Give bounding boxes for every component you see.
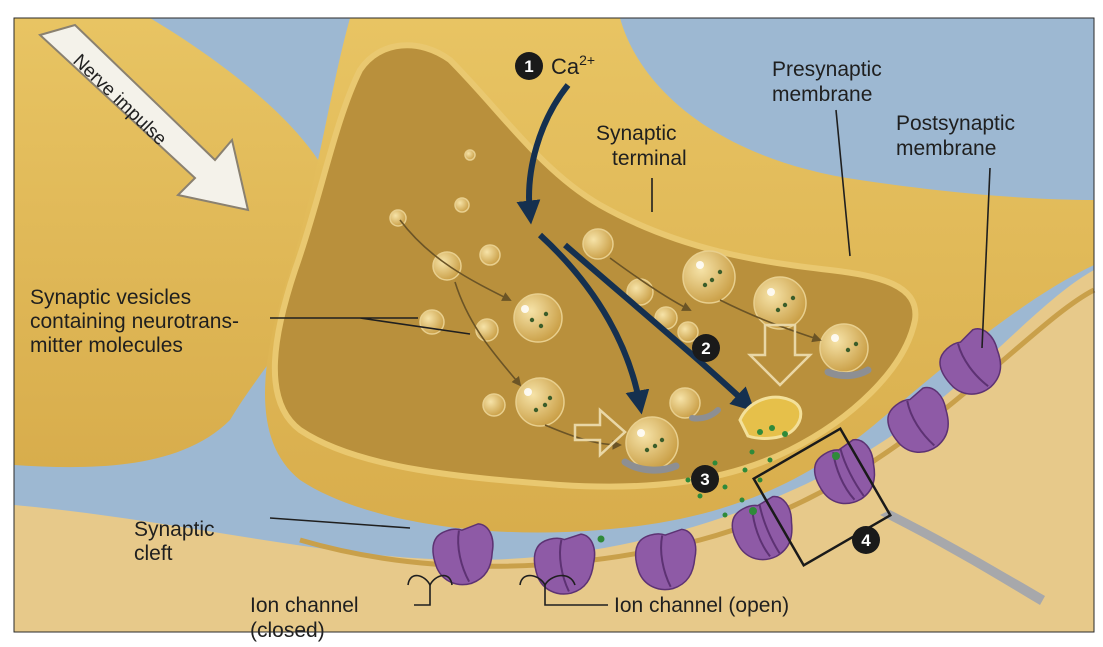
vesicle [480, 245, 500, 265]
calcium-charge: 2+ [579, 52, 595, 68]
vesicle [476, 319, 498, 341]
vesicle [678, 322, 698, 342]
step-number-3: 3 [700, 470, 709, 489]
ion-channel-closed-label-2: (closed) [250, 619, 325, 642]
vesicle [516, 378, 564, 426]
vesicles-label-2: containing neurotrans- [30, 310, 239, 333]
vesicle [670, 388, 700, 418]
vesicle [754, 277, 806, 329]
synaptic-terminal-label: Synaptic [596, 122, 677, 145]
vesicle [514, 294, 562, 342]
step-badge-3: 3 [691, 465, 719, 493]
vesicle [433, 252, 461, 280]
vesicle [626, 417, 678, 469]
step-badge-1: 1 [515, 52, 543, 80]
vesicle [465, 150, 475, 160]
ion-channel-open-label: Ion channel (open) [614, 594, 789, 617]
vesicles-label: Synaptic vesicles [30, 286, 191, 309]
postsynaptic-label-2: membrane [896, 137, 996, 160]
synaptic-cleft-label: Synaptic [134, 518, 215, 541]
presynaptic-label-2: membrane [772, 83, 872, 106]
step-number-1: 1 [524, 57, 533, 76]
step-badge-4: 4 [852, 526, 880, 554]
vesicle [483, 394, 505, 416]
vesicles-label-3: mitter molecules [30, 334, 183, 357]
vesicle [820, 324, 868, 372]
vesicle [583, 229, 613, 259]
vesicle [683, 251, 735, 303]
calcium-symbol: Ca [551, 54, 580, 79]
step-number-4: 4 [861, 531, 871, 550]
postsynaptic-label: Postsynaptic [896, 112, 1015, 135]
synaptic-terminal-label-2: terminal [612, 147, 687, 170]
vesicle [455, 198, 469, 212]
ion-channel-closed-label: Ion channel [250, 594, 359, 617]
synaptic-cleft-label-2: cleft [134, 542, 173, 565]
step-number-2: 2 [701, 339, 710, 358]
step-badge-2: 2 [692, 334, 720, 362]
presynaptic-label: Presynaptic [772, 58, 882, 81]
